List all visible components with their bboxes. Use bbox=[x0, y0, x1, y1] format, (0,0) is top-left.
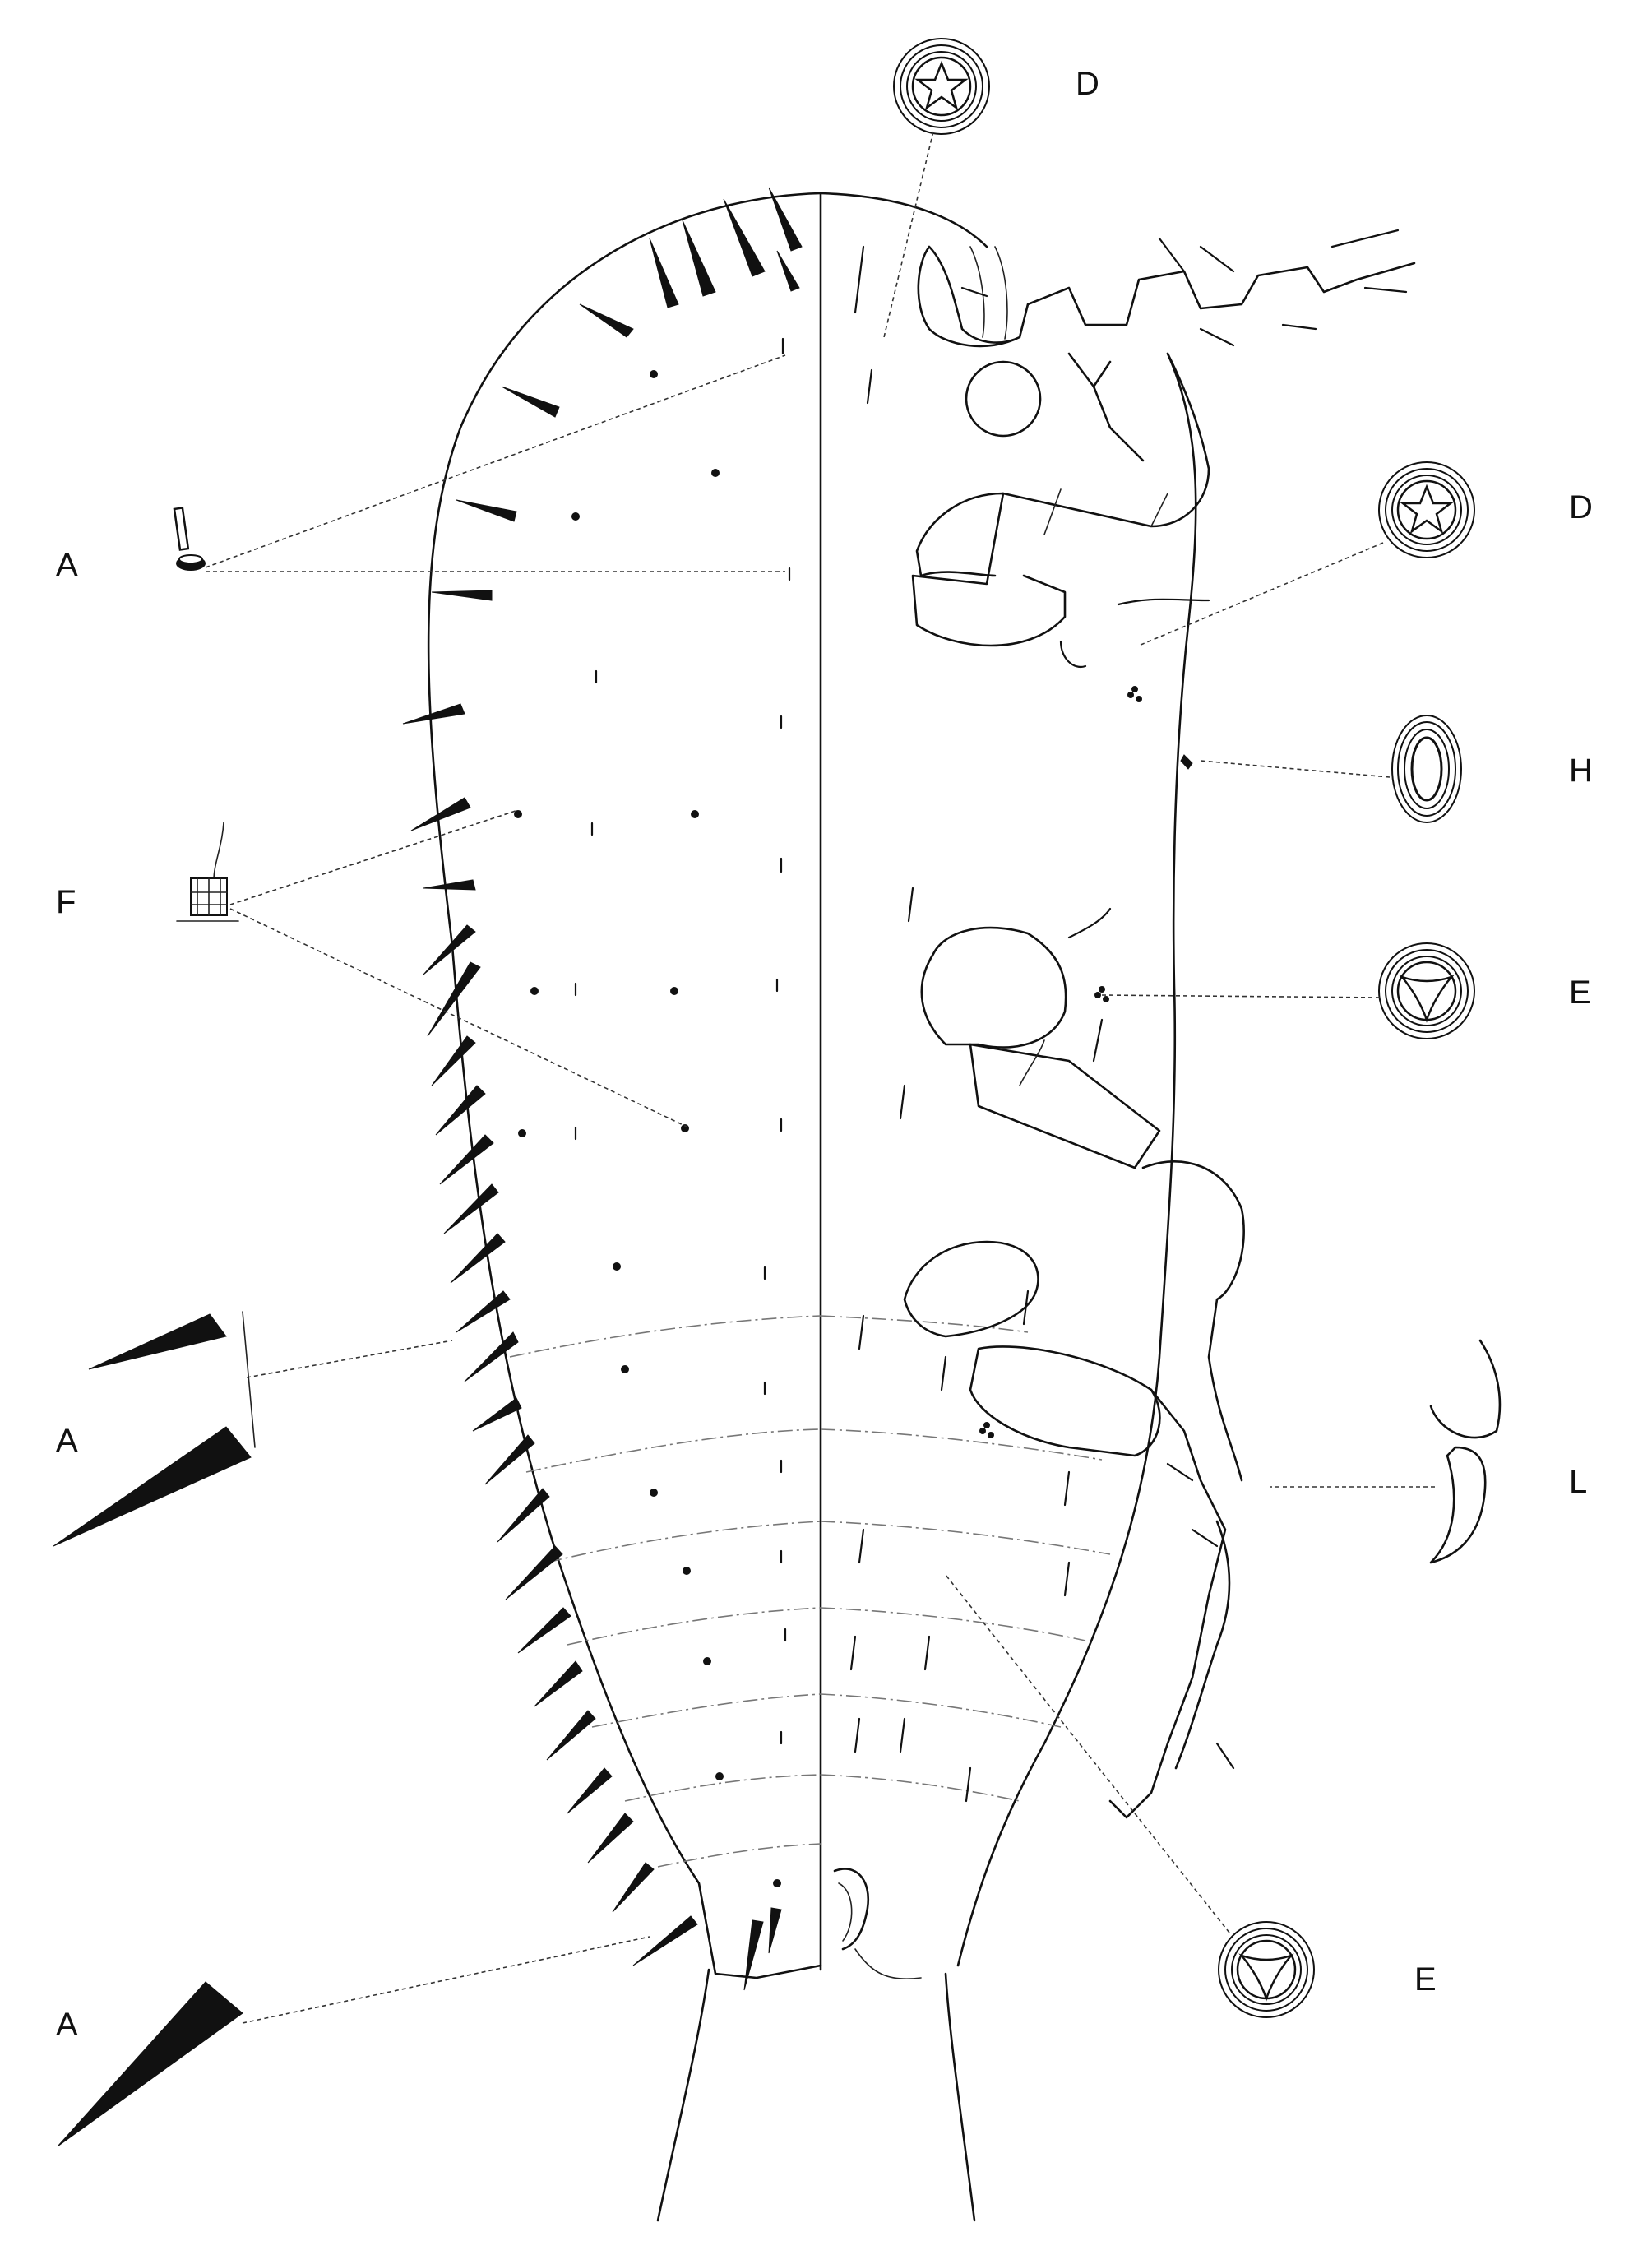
inset-h bbox=[1391, 715, 1462, 823]
inset-a-bottom bbox=[57, 1981, 243, 2147]
inset-a-top bbox=[173, 507, 206, 571]
label-a-middle: A bbox=[56, 1423, 78, 1459]
label-l: L bbox=[1569, 1464, 1587, 1500]
pore-h-target bbox=[1180, 754, 1193, 770]
inset-a-middle bbox=[53, 1311, 256, 1547]
body-outline bbox=[427, 192, 1197, 2222]
leader-e-upper bbox=[1101, 994, 1381, 998]
leader-d-top bbox=[883, 131, 934, 338]
ventral-segment-lines bbox=[820, 1315, 1111, 1802]
inset-d-top bbox=[893, 38, 990, 135]
leader-a-top-1 bbox=[205, 354, 786, 568]
leader-f-2 bbox=[229, 908, 687, 1127]
leader-d-right bbox=[1138, 542, 1384, 646]
antenna bbox=[917, 229, 1416, 348]
label-e-upper: E bbox=[1569, 975, 1591, 1011]
leader-a-bottom bbox=[242, 1936, 650, 2024]
dorsal-segment-lines bbox=[509, 1315, 821, 1868]
label-f: F bbox=[56, 884, 76, 920]
label-a-bottom: A bbox=[56, 2007, 78, 2043]
leader-h bbox=[1200, 760, 1391, 778]
leader-e-lower bbox=[945, 1574, 1230, 1933]
anal-ring bbox=[833, 1868, 870, 1951]
inset-d-right bbox=[1378, 461, 1475, 558]
label-d-right: D bbox=[1569, 489, 1593, 526]
mid-leg bbox=[920, 907, 1245, 1482]
inset-e-lower bbox=[1218, 1921, 1315, 2018]
dorsal-setae bbox=[514, 337, 791, 1887]
fore-leg bbox=[911, 352, 1210, 702]
inset-l-claw bbox=[1429, 1339, 1502, 1564]
label-e-lower: E bbox=[1414, 1961, 1437, 1998]
label-h: H bbox=[1569, 752, 1593, 789]
hind-leg bbox=[903, 1240, 1235, 1819]
leader-f-1 bbox=[229, 809, 519, 905]
label-d-top: D bbox=[1076, 66, 1099, 102]
label-a-top: A bbox=[56, 547, 78, 583]
inset-f bbox=[176, 822, 239, 922]
inset-e-upper bbox=[1378, 942, 1475, 1039]
marginal-spines bbox=[402, 187, 803, 1991]
leader-a-middle bbox=[246, 1340, 453, 1378]
ventral-setae bbox=[849, 245, 1071, 1803]
